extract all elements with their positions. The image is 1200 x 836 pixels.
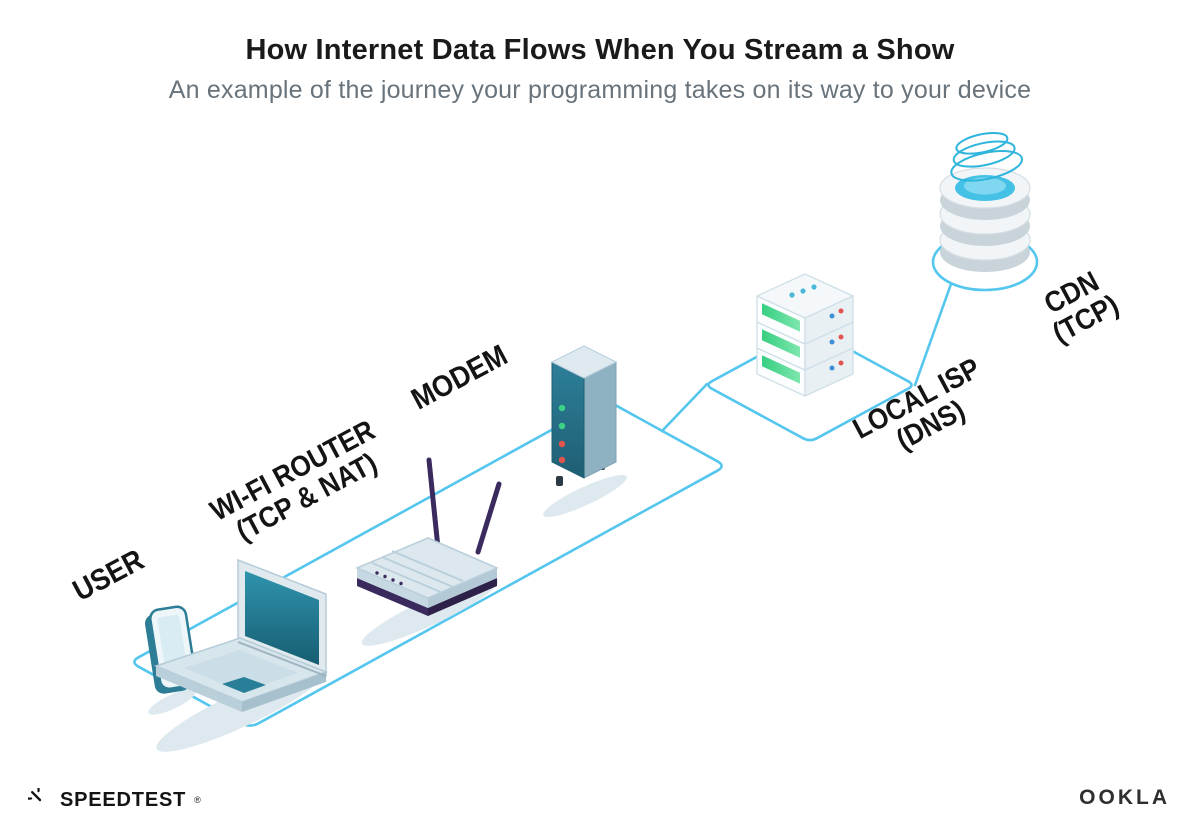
router-vents bbox=[371, 550, 464, 594]
modem-leds bbox=[558, 404, 566, 464]
label-local-isp: LOCAL ISP (DNS) bbox=[847, 351, 985, 456]
laptop-hinge bbox=[237, 641, 327, 677]
speedtest-trademark: ® bbox=[194, 795, 201, 805]
label-cdn: CDN (TCP) bbox=[1039, 265, 1124, 350]
router-antenna-left bbox=[426, 457, 441, 551]
router-body-left bbox=[357, 568, 428, 608]
router-body-right bbox=[428, 568, 497, 608]
cdn-signal-rings bbox=[950, 131, 1023, 182]
router-base-right bbox=[428, 578, 497, 616]
server-dot-blue bbox=[829, 313, 835, 319]
server-dot-red bbox=[838, 334, 844, 340]
page-title: How Internet Data Flows When You Stream … bbox=[245, 34, 955, 66]
path-modem-to-isp bbox=[660, 382, 709, 433]
cdn-database-icon bbox=[939, 131, 1031, 272]
label-modem: MODEM bbox=[406, 339, 513, 417]
speedtest-gauge-icon bbox=[28, 788, 42, 802]
router-base-left bbox=[357, 578, 428, 616]
cdn-water-highlight bbox=[964, 177, 1006, 195]
server-led-strip bbox=[762, 355, 800, 384]
router-top-face bbox=[355, 537, 499, 599]
modem-top-face bbox=[550, 345, 618, 379]
laptop-keyboard-area bbox=[184, 650, 298, 692]
ookla-logo: OOKLA bbox=[1079, 786, 1170, 810]
modem-face-left bbox=[551, 361, 585, 479]
speedtest-logo: SPEEDTEST ® bbox=[28, 788, 201, 812]
speedtest-wordmark: SPEEDTEST bbox=[60, 788, 187, 811]
modem-face-right bbox=[583, 361, 617, 479]
server-dot-red bbox=[838, 360, 844, 366]
router-leds bbox=[375, 571, 403, 586]
label-user: USER bbox=[68, 543, 150, 608]
wifi-router-icon bbox=[355, 457, 502, 616]
laptop-icon bbox=[153, 558, 329, 712]
phone-shadow bbox=[148, 689, 196, 715]
server-dot-blue bbox=[829, 339, 835, 345]
server-slab-top bbox=[756, 273, 854, 345]
laptop-trackpad bbox=[222, 677, 266, 693]
page-subtitle: An example of the journey your programmi… bbox=[168, 76, 1032, 104]
user-label: USER bbox=[68, 543, 150, 608]
server-dot-red bbox=[838, 308, 844, 314]
server-led-strip bbox=[762, 303, 800, 332]
server-top-dots bbox=[789, 284, 817, 298]
header: How Internet Data Flows When You Stream … bbox=[0, 34, 1200, 105]
modem-icon bbox=[550, 345, 618, 486]
isp-server-icon bbox=[756, 273, 854, 397]
path-isp-to-cdn bbox=[913, 282, 953, 387]
laptop-base-edge-right bbox=[242, 672, 326, 712]
router-antenna-right bbox=[475, 481, 502, 555]
laptop-base-edge-left bbox=[156, 666, 242, 712]
modem-shadow bbox=[543, 474, 627, 518]
server-dot-blue bbox=[829, 365, 835, 371]
ookla-wordmark: OOKLA bbox=[1079, 786, 1170, 809]
laptop-screen bbox=[245, 571, 319, 665]
modem-foot-left bbox=[556, 476, 563, 486]
server-led-strip bbox=[762, 329, 800, 358]
modem-label: MODEM bbox=[406, 339, 513, 417]
